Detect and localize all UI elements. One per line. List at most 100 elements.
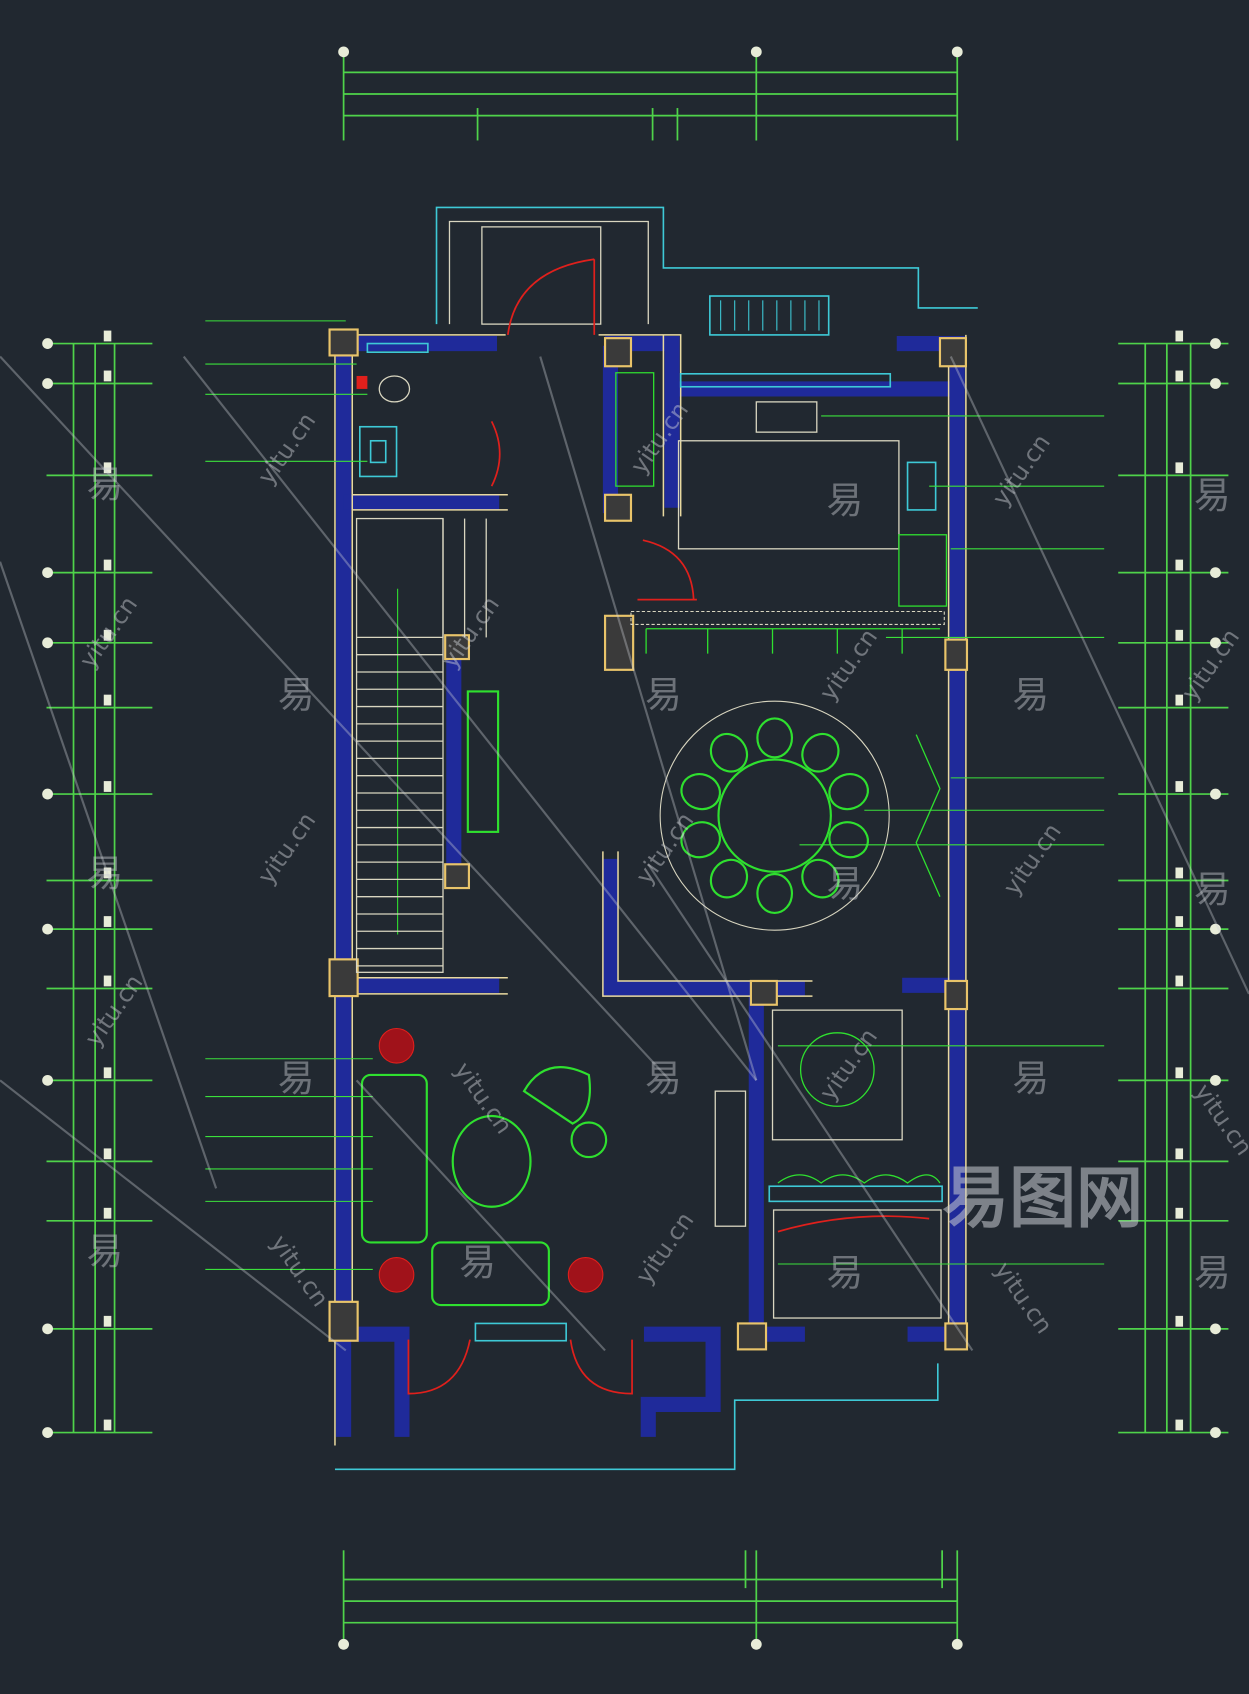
watermark-line bbox=[0, 1079, 347, 1352]
watermark-url: yitu.cn bbox=[630, 1207, 699, 1289]
dimension-text-mark bbox=[103, 916, 112, 927]
dimension-text-mark bbox=[1175, 781, 1184, 792]
axis-bubble bbox=[42, 1074, 53, 1086]
dimension-text-mark bbox=[103, 1419, 112, 1431]
watermark-glyph: 易 bbox=[645, 674, 682, 717]
bathroom-fixtures bbox=[356, 342, 429, 478]
watermark-glyph: 易 bbox=[1012, 674, 1049, 717]
watermark-url: yitu.cn bbox=[1176, 624, 1245, 706]
watermark-line bbox=[539, 356, 758, 1081]
watermark-glyph: 易 bbox=[827, 863, 864, 906]
watermark-glyph: 易 bbox=[278, 674, 315, 717]
axis-bubble bbox=[1210, 788, 1221, 800]
beam-strip bbox=[630, 610, 945, 625]
right-dimension-chain bbox=[1118, 330, 1229, 1438]
axis-bubble bbox=[42, 1427, 53, 1438]
watermark-url: yitu.cn bbox=[449, 1057, 518, 1139]
annotation-leaders bbox=[205, 320, 1105, 1270]
dimension-text-mark bbox=[1175, 975, 1184, 987]
watermark-url: yitu.cn bbox=[1189, 1079, 1249, 1161]
dimension-text-mark bbox=[1175, 1067, 1184, 1079]
dimension-text-mark bbox=[1175, 462, 1184, 474]
stair-well-void bbox=[466, 690, 500, 833]
dimension-text-mark bbox=[103, 330, 112, 342]
watermark-url: yitu.cn bbox=[252, 807, 321, 889]
axis-bubble bbox=[42, 923, 53, 935]
axis-bubble bbox=[1210, 338, 1221, 349]
dining-chair bbox=[680, 821, 722, 859]
axis-bubble bbox=[1210, 1074, 1221, 1086]
axis-bubble bbox=[1210, 567, 1221, 578]
dimension-text-mark bbox=[1175, 694, 1184, 706]
dining-chair bbox=[709, 858, 749, 899]
dimension-text-mark bbox=[103, 559, 112, 571]
axis-bubble bbox=[1210, 923, 1221, 935]
dimension-text-mark bbox=[1175, 330, 1184, 342]
dimension-text-mark bbox=[103, 975, 112, 987]
watermark-line bbox=[182, 355, 758, 1082]
dining-chair bbox=[756, 872, 794, 914]
watermark-url: yitu.cn bbox=[814, 624, 883, 706]
watermark-glyph: 易 bbox=[459, 1241, 496, 1284]
living-room-furniture bbox=[360, 1027, 608, 1342]
dining-chair bbox=[680, 773, 722, 811]
dimension-text-mark bbox=[1175, 1315, 1184, 1327]
watermark-glyph: 易 bbox=[1194, 474, 1231, 517]
dining-table bbox=[659, 700, 890, 931]
structural-columns bbox=[328, 328, 969, 1351]
watermark-glyph: 易 bbox=[86, 463, 123, 506]
watermark-url: yitu.cn bbox=[989, 1257, 1058, 1339]
watermark-line bbox=[0, 561, 218, 1189]
dimension-text-mark bbox=[103, 1207, 112, 1219]
dimension-text-mark bbox=[103, 629, 112, 641]
watermark-line bbox=[0, 355, 671, 1082]
dimension-text-mark bbox=[103, 1315, 112, 1327]
dining-chair bbox=[709, 732, 749, 773]
dimension-text-mark bbox=[1175, 370, 1184, 382]
watermark-glyph: 易 bbox=[1194, 1252, 1231, 1295]
dimension-text-mark bbox=[103, 1148, 112, 1160]
dimension-text-mark bbox=[1175, 916, 1184, 927]
watermark-glyph: 易 bbox=[278, 1057, 315, 1100]
dimension-text-mark bbox=[103, 370, 112, 382]
dining-chair bbox=[828, 821, 869, 859]
bottom-dimension-chain bbox=[338, 1550, 963, 1650]
dining-chair bbox=[828, 773, 869, 811]
exterior-outline bbox=[334, 206, 978, 1471]
door-swings bbox=[407, 258, 930, 1395]
axis-bubble bbox=[42, 1323, 53, 1335]
watermark-url: yitu.cn bbox=[252, 407, 321, 489]
watermark-logo: 易图网 bbox=[942, 1159, 1143, 1237]
axis-bubble bbox=[42, 338, 53, 349]
dimension-text-mark bbox=[1175, 559, 1184, 571]
watermark-glyph: 易 bbox=[86, 852, 123, 895]
axis-bubble bbox=[42, 637, 53, 649]
axis-bubble bbox=[42, 378, 53, 389]
axis-bubble bbox=[1210, 637, 1221, 649]
dimension-text-mark bbox=[103, 694, 112, 706]
axis-bubble bbox=[42, 567, 53, 578]
watermark-url: yitu.cn bbox=[987, 429, 1056, 511]
axis-bubble bbox=[42, 788, 53, 800]
watermark-url: yitu.cn bbox=[630, 807, 699, 889]
dining-chair bbox=[756, 717, 794, 759]
watermark-glyph: 易 bbox=[1194, 868, 1231, 911]
left-dimension-chain bbox=[42, 330, 153, 1438]
dimension-text-mark bbox=[1175, 629, 1184, 641]
dimension-text-mark bbox=[1175, 1419, 1184, 1431]
watermark-line bbox=[355, 1079, 606, 1352]
watermark-glyph: 易 bbox=[645, 1057, 682, 1100]
dining-chair bbox=[801, 732, 840, 773]
top-dimension-chain bbox=[338, 46, 963, 141]
watermark-url: yitu.cn bbox=[74, 591, 143, 673]
dimension-text-mark bbox=[103, 867, 112, 879]
dimension-text-mark bbox=[103, 1067, 112, 1079]
kitchen-fixtures bbox=[615, 295, 948, 654]
staircase bbox=[355, 517, 487, 973]
axis-bubble bbox=[1210, 1427, 1221, 1438]
watermark-glyph: 易 bbox=[1012, 1057, 1049, 1100]
watermark-line bbox=[647, 863, 974, 1352]
watermark-url: yitu.cn bbox=[436, 591, 505, 673]
watermark-line bbox=[949, 356, 1249, 995]
